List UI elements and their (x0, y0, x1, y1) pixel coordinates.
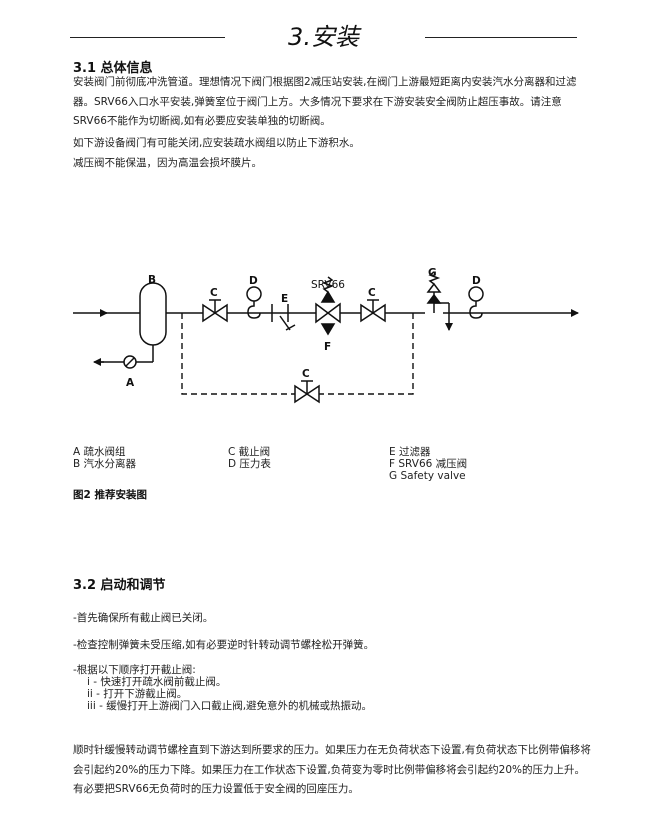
step-close-valves: -首先确保所有截止阀已关闭。 (73, 612, 214, 624)
stop-valve-c2 (360, 299, 386, 323)
label-d1: D (249, 275, 258, 287)
bypass-line (181, 313, 414, 395)
legend-item-e: E 过滤器 (389, 446, 431, 458)
substep-i: i - 快速打开疏水阀前截止阀。 (87, 676, 227, 688)
label-srv66: SRV66 (311, 279, 345, 291)
pressure-gauge-d2 (468, 286, 484, 319)
header-rule-right (425, 37, 577, 38)
substep-ii: ii - 打开下游截止阀。 (87, 688, 188, 700)
paragraph-drain-trap: 如下游设备阀门有可能关闭,应安装疏水阀组以防止下游积水。 (73, 137, 360, 149)
paragraph-general-info: 安装阀门前彻底冲洗管道。理想情况下阀门根据图2减压站安装,在阀门上游最短距离内安… (73, 76, 577, 127)
paragraph-insulation: 减压阀不能保温，因为高温会损坏膜片。 (73, 157, 262, 169)
legend-col-2: C 截止阀 D 压力表 (228, 446, 271, 470)
step-open-valves-intro: -根据以下顺序打开截止阀: (73, 664, 196, 676)
legend-item-c: C 截止阀 (228, 446, 271, 458)
separator-b (139, 282, 167, 346)
legend-item-g: G Safety valve (389, 470, 466, 482)
substep-iii: iii - 缓慢打开上游阀门入口截止阀,避免意外的机械或热振动。 (87, 700, 373, 712)
section-heading-3-1: 3.1 总体信息 (73, 61, 153, 76)
label-b: B (148, 274, 156, 286)
legend-col-1: A 疏水阀组 B 汽水分离器 (73, 446, 136, 470)
label-f: F (324, 341, 331, 353)
label-c2: C (368, 287, 376, 299)
legend-item-d: D 压力表 (228, 458, 271, 470)
page-title: 3.安装 (288, 23, 359, 51)
legend-item-b: B 汽水分离器 (73, 458, 137, 470)
stop-valve-c3 (294, 380, 320, 404)
legend-item-f: F SRV66 减压阀 (389, 458, 468, 470)
label-d2: D (472, 275, 481, 287)
safety-valve-g (426, 271, 453, 331)
legend-col-3: E 过滤器 F SRV66 减压阀 G Safety valve (389, 446, 467, 482)
paragraph-adjustment: 顺时针缓慢转动调节螺栓直到下游达到所要求的压力。如果压力在无负荷状态下设置,有负… (73, 744, 591, 795)
label-c1: C (210, 287, 218, 299)
label-g: G (428, 267, 437, 279)
step-check-spring: -检查控制弹簧未受压缩,如有必要逆时针转动调节螺栓松开弹簧。 (73, 639, 375, 651)
strainer-e (271, 304, 296, 331)
header-rule-left (70, 37, 225, 38)
step-open-valves: -根据以下顺序打开截止阀: i - 快速打开疏水阀前截止阀。 ii - 打开下游… (73, 664, 372, 712)
drain-trap-a (93, 345, 154, 369)
label-a: A (126, 377, 135, 389)
reducing-valve-f (315, 276, 341, 336)
stop-valve-c1 (202, 299, 228, 323)
figure-caption: 图2 推荐安装图 (73, 489, 147, 501)
legend-item-a: A 疏水阀组 (73, 446, 126, 458)
section-heading-3-2: 3.2 启动和调节 (73, 578, 166, 593)
label-e: E (281, 293, 288, 305)
pressure-gauge-d1 (246, 286, 262, 319)
label-c3: C (302, 368, 310, 380)
